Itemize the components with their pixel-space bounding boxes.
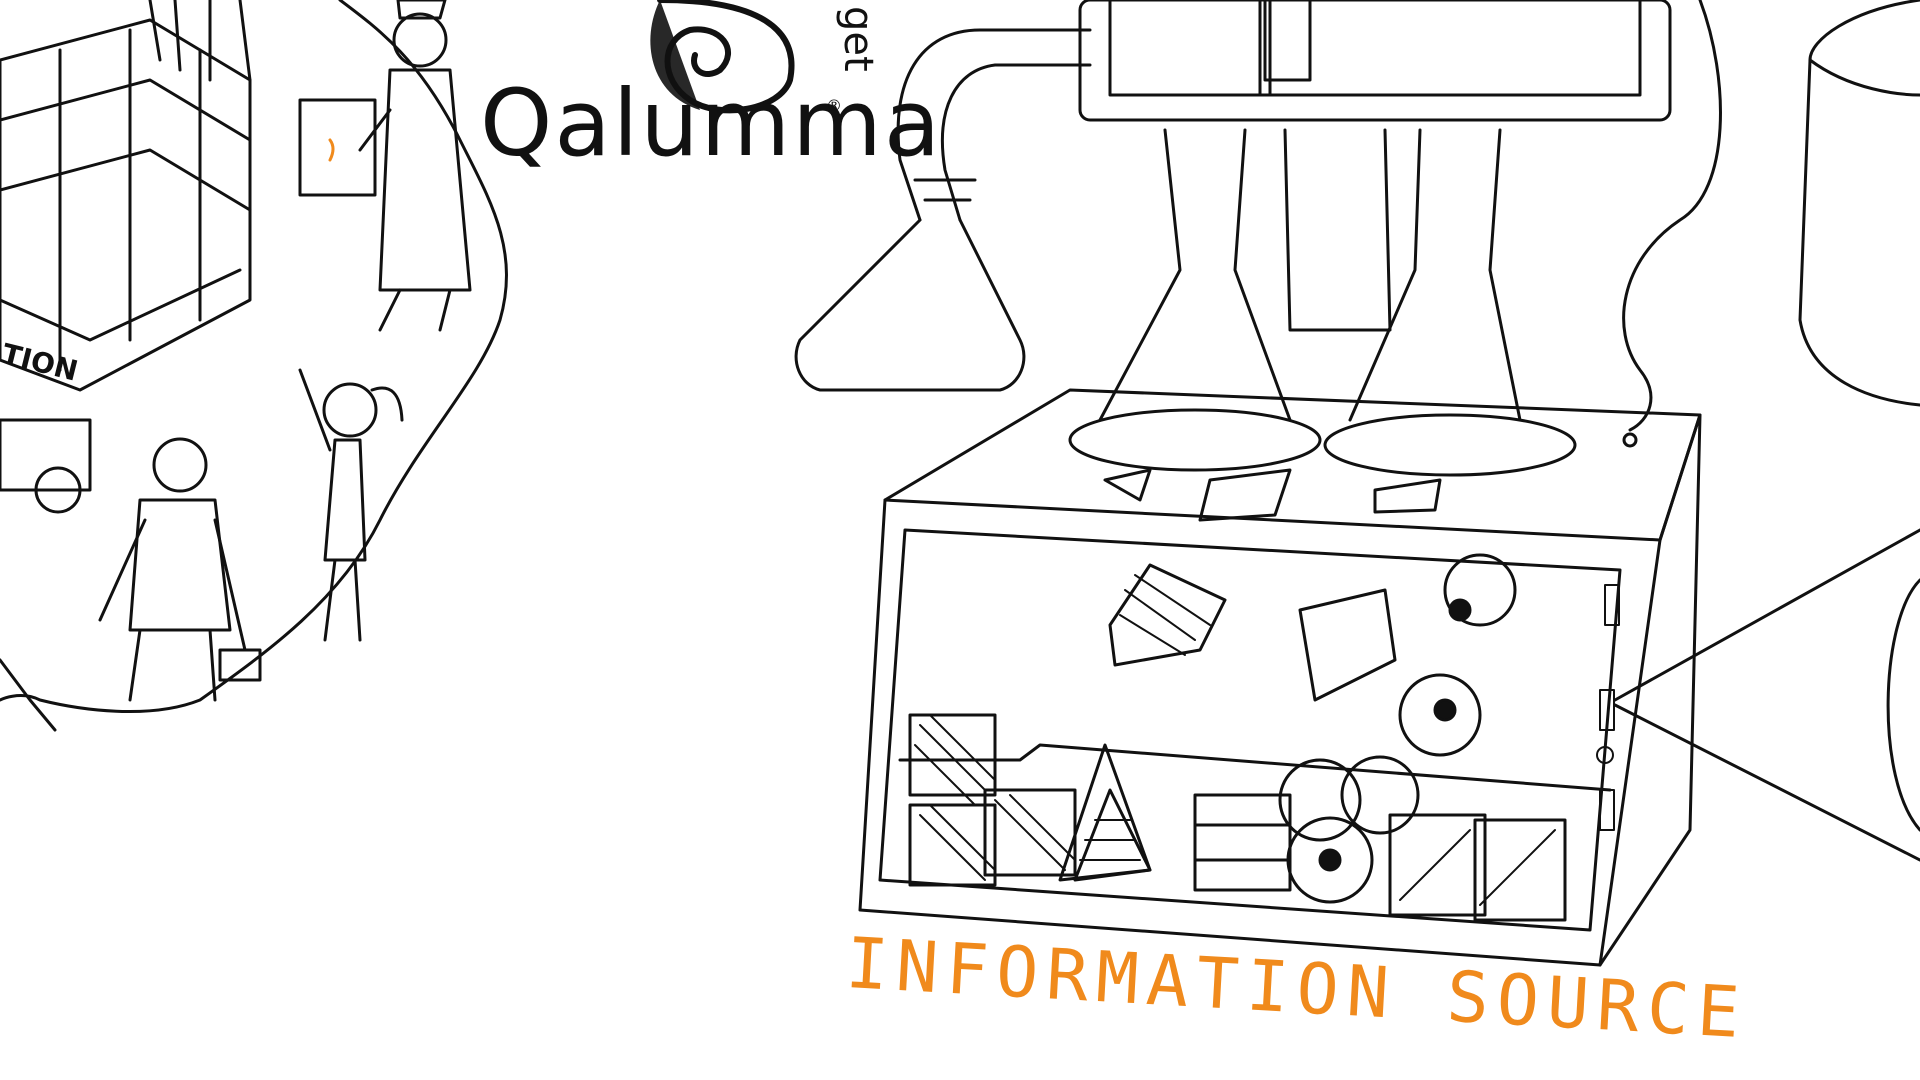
side-panel-markings [1596, 584, 1620, 831]
walking-person [0, 658, 57, 732]
computer-monitor [1078, 0, 1672, 122]
monitor-pillars [1068, 128, 1577, 477]
power-cable [1622, 0, 1722, 432]
man-figure [98, 437, 262, 702]
partial-top-text: get [835, 6, 881, 72]
chef-box [298, 98, 377, 197]
woman-figure [298, 368, 404, 642]
box-shapes [908, 553, 1567, 922]
information-source-box [858, 388, 1702, 967]
brand-wordmark: Qalumma [480, 70, 943, 177]
feet-shapes [1103, 468, 1442, 522]
town-blob-outline [0, 0, 508, 713]
registered-mark: ® [826, 96, 842, 115]
shape-hatching [914, 574, 1556, 906]
delivery-truck [0, 18, 252, 514]
speech-cone [1613, 528, 1920, 862]
spiral-snail-icon [650, 0, 795, 114]
right-pot [1798, 0, 1920, 407]
person-legs-top [148, 0, 252, 82]
chef-figure [298, 0, 472, 332]
exhaust-tube [794, 28, 1092, 392]
